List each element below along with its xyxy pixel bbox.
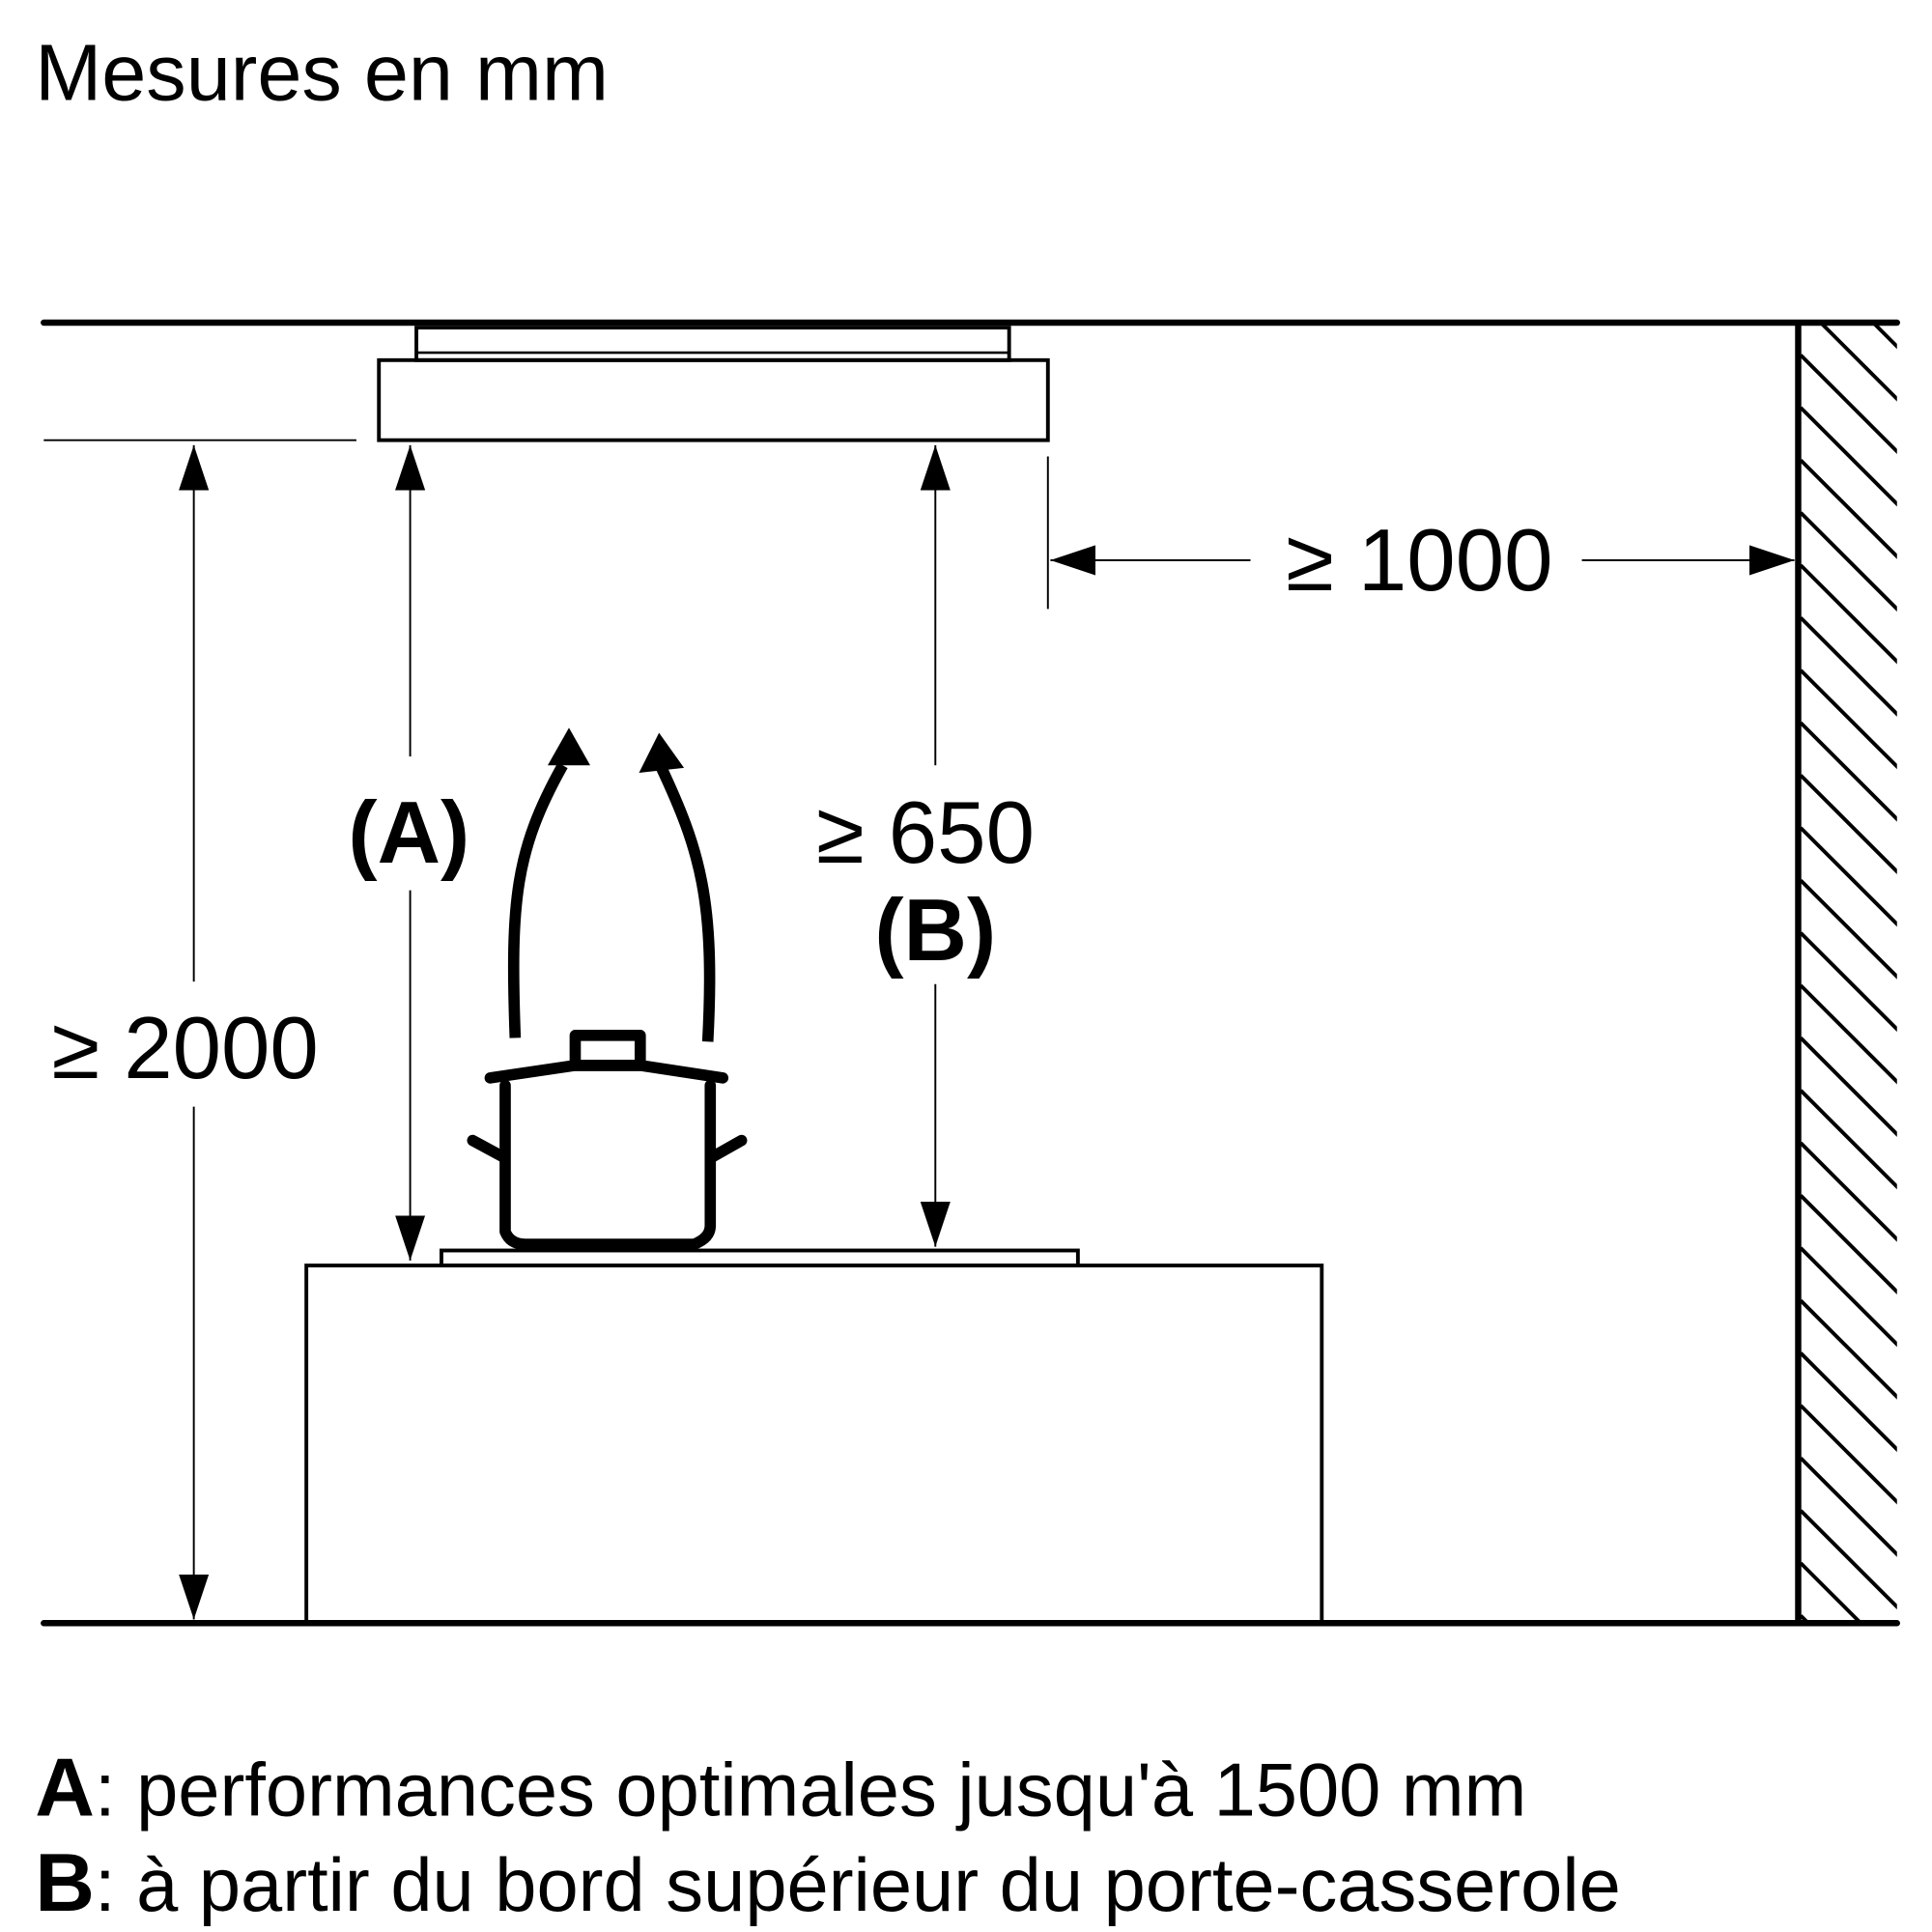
pot-icon — [467, 1030, 748, 1250]
hatch-line — [1801, 616, 1897, 717]
hood-body — [377, 357, 1050, 442]
hatch-line — [1801, 931, 1897, 1033]
wall-distance-label: ≥ 1000 — [1286, 512, 1552, 610]
cooktop — [440, 1248, 1080, 1267]
hatch-line — [1801, 1509, 1897, 1610]
hatch-line — [1801, 1351, 1897, 1453]
wall-hatch: /* hatching drawn below */ — [1801, 325, 1901, 1769]
hatch-line — [1801, 826, 1897, 927]
hatch-line — [1801, 1614, 1811, 1624]
hatch-line — [1801, 511, 1897, 612]
hood-mount — [414, 326, 1011, 362]
legend-b: B: à partir du bord supérieur du porte-c… — [35, 1837, 1621, 1929]
hatch-line — [1801, 983, 1897, 1085]
steam-arrows-icon — [507, 727, 716, 1042]
hatch-line — [1801, 563, 1897, 665]
hatch-line — [1801, 1141, 1897, 1242]
hatch-line — [1801, 1668, 1901, 1769]
total-height-label: ≥ 2000 — [51, 1000, 318, 1097]
title: Mesures en mm — [35, 28, 609, 118]
hatch-line — [1873, 325, 1897, 350]
hatch-line — [1801, 406, 1897, 507]
hatch-line — [1801, 878, 1897, 980]
hatch-line — [1801, 354, 1897, 455]
hatch-line — [1801, 1194, 1897, 1294]
hatch-line — [1801, 1246, 1897, 1348]
hatch-line — [1820, 325, 1897, 402]
hatch-line — [1801, 721, 1897, 822]
hatch-line — [1801, 668, 1897, 770]
counter — [304, 1264, 1324, 1626]
hatch-line — [1801, 774, 1897, 875]
label-b: (B) — [874, 882, 996, 980]
label-a: (A) — [348, 784, 469, 882]
hatch-line — [1801, 1404, 1897, 1505]
hatch-line — [1801, 1298, 1897, 1400]
distance-b-label: ≥ 650 — [816, 784, 1035, 882]
hatch-line — [1801, 1037, 1897, 1137]
hatch-line — [1801, 1089, 1897, 1190]
hatch-line — [1801, 1561, 1863, 1624]
legend-a: A: performances optimales jusqu'à 1500 m… — [35, 1743, 1526, 1834]
hatch-line — [1801, 1457, 1897, 1557]
hatch-line — [1801, 459, 1897, 559]
